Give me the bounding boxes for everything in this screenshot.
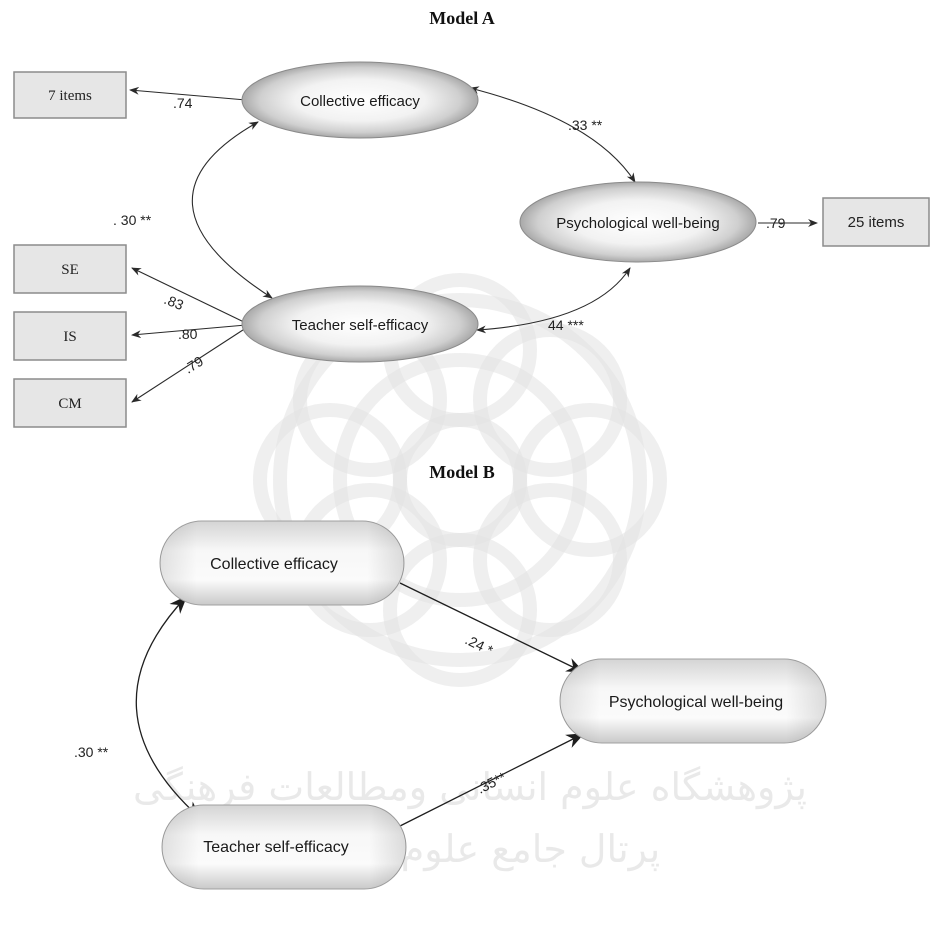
watermark-line1: پژوهشگاه علوم انسانی ومطالعات فرهنگی — [133, 765, 807, 810]
path-b-ce-pwb — [399, 582, 585, 673]
node-b-psychological-wellbeing: Psychological well-being — [559, 658, 827, 744]
svg-text:Teacher self-efficacy: Teacher self-efficacy — [203, 839, 349, 856]
svg-text:7 items: 7 items — [48, 88, 92, 104]
coef-ce-tse: . 30 ** — [113, 212, 152, 228]
svg-text:Collective efficacy: Collective efficacy — [210, 556, 338, 573]
box-25-items: 25 items — [822, 197, 930, 247]
coef-ce-pwb: .33 ** — [568, 117, 603, 133]
path-tse-to-se — [131, 267, 247, 324]
coef-pwb-25items: .79 — [766, 215, 786, 231]
coef-ce-7items: .74 — [173, 95, 193, 111]
path-ce-tse — [191, 121, 273, 299]
watermark-emblem — [253, 273, 667, 687]
svg-text:Psychological well-being: Psychological well-being — [556, 215, 719, 232]
coef-tse-pwb: 44 *** — [548, 317, 584, 333]
model-b-paths — [135, 582, 585, 827]
path-b-ce-tse — [135, 595, 202, 820]
path-ce-pwb — [469, 86, 636, 183]
svg-text:CM: CM — [58, 396, 81, 412]
path-tse-to-cm — [131, 327, 247, 403]
coef-b-ce-tse: .30 ** — [74, 744, 109, 760]
box-se: SE — [13, 244, 127, 294]
box-cm: CM — [13, 378, 127, 428]
node-a-psychological-wellbeing: Psychological well-being — [519, 181, 757, 263]
svg-text:25 items: 25 items — [848, 214, 905, 231]
node-a-teacher-self-efficacy: Teacher self-efficacy — [241, 285, 479, 363]
svg-text:IS: IS — [63, 329, 76, 345]
coef-tse-is: .80 — [178, 326, 198, 342]
node-a-collective-efficacy: Collective efficacy — [241, 61, 479, 139]
model-b-title: Model B — [429, 462, 495, 482]
path-tse-to-is — [131, 324, 247, 339]
svg-text:Psychological well-being: Psychological well-being — [609, 694, 783, 711]
node-b-teacher-self-efficacy: Teacher self-efficacy — [161, 804, 407, 890]
coef-tse-se: .83 — [162, 291, 186, 313]
path-b-tse-pwb — [399, 733, 585, 827]
path-tse-pwb — [476, 267, 631, 334]
box-7-items: 7 items — [13, 71, 127, 119]
model-a-title: Model A — [429, 8, 495, 28]
path-ce-to-7items — [129, 86, 247, 101]
svg-text:Collective efficacy: Collective efficacy — [300, 93, 420, 110]
node-b-collective-efficacy: Collective efficacy — [159, 520, 405, 606]
svg-text:SE: SE — [61, 262, 79, 278]
svg-text:Teacher self-efficacy: Teacher self-efficacy — [292, 317, 429, 334]
box-is: IS — [13, 311, 127, 361]
model-a-paths — [129, 86, 818, 403]
